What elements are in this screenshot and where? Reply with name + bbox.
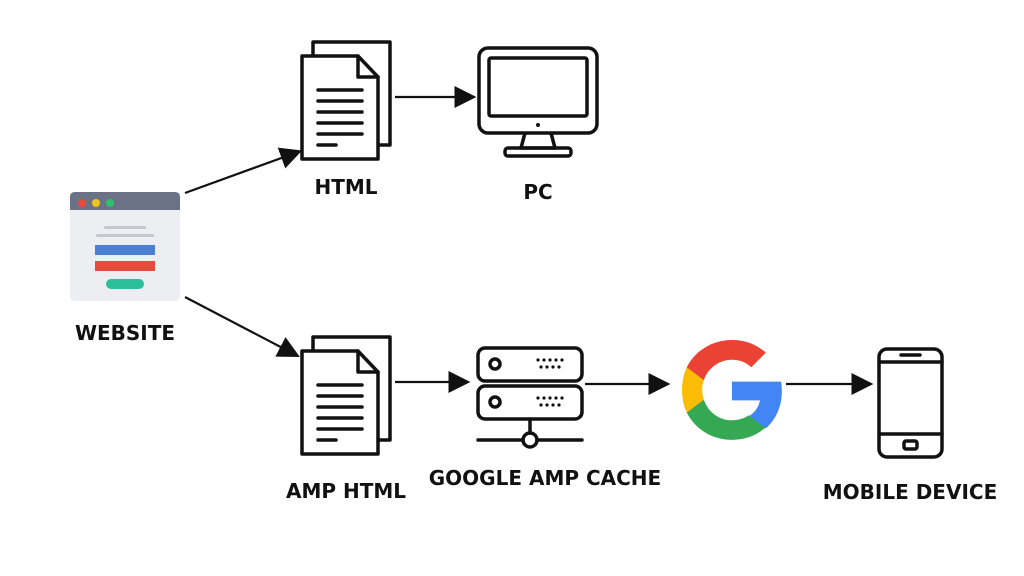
browser-window-icon [70,192,180,301]
edges [184,86,874,395]
node-mobile-label: MOBILE DEVICE [823,480,997,504]
node-amp-cache-label: GOOGLE AMP CACHE [429,466,661,490]
node-html-label: HTML [314,175,377,199]
node-html: HTML [300,40,392,199]
node-amp-html: AMP HTML [286,335,406,503]
monitor-icon [477,46,599,158]
node-google [682,340,782,440]
node-mobile: MOBILE DEVICE [823,347,997,504]
edge-website-to-html [184,147,303,195]
server-icon [476,346,584,449]
smartphone-icon [877,347,944,459]
node-amp-cache: GOOGLE AMP CACHE [429,346,661,490]
node-website: WEBSITE [70,192,180,345]
edge-website-to-amp-html [184,296,300,358]
node-pc-label: PC [523,180,552,204]
node-website-label: WEBSITE [75,321,175,345]
node-amp-html-label: AMP HTML [286,479,406,503]
google-logo-icon [682,340,782,440]
document-icon [300,335,392,456]
node-pc: PC [477,46,599,204]
document-icon [300,40,392,161]
